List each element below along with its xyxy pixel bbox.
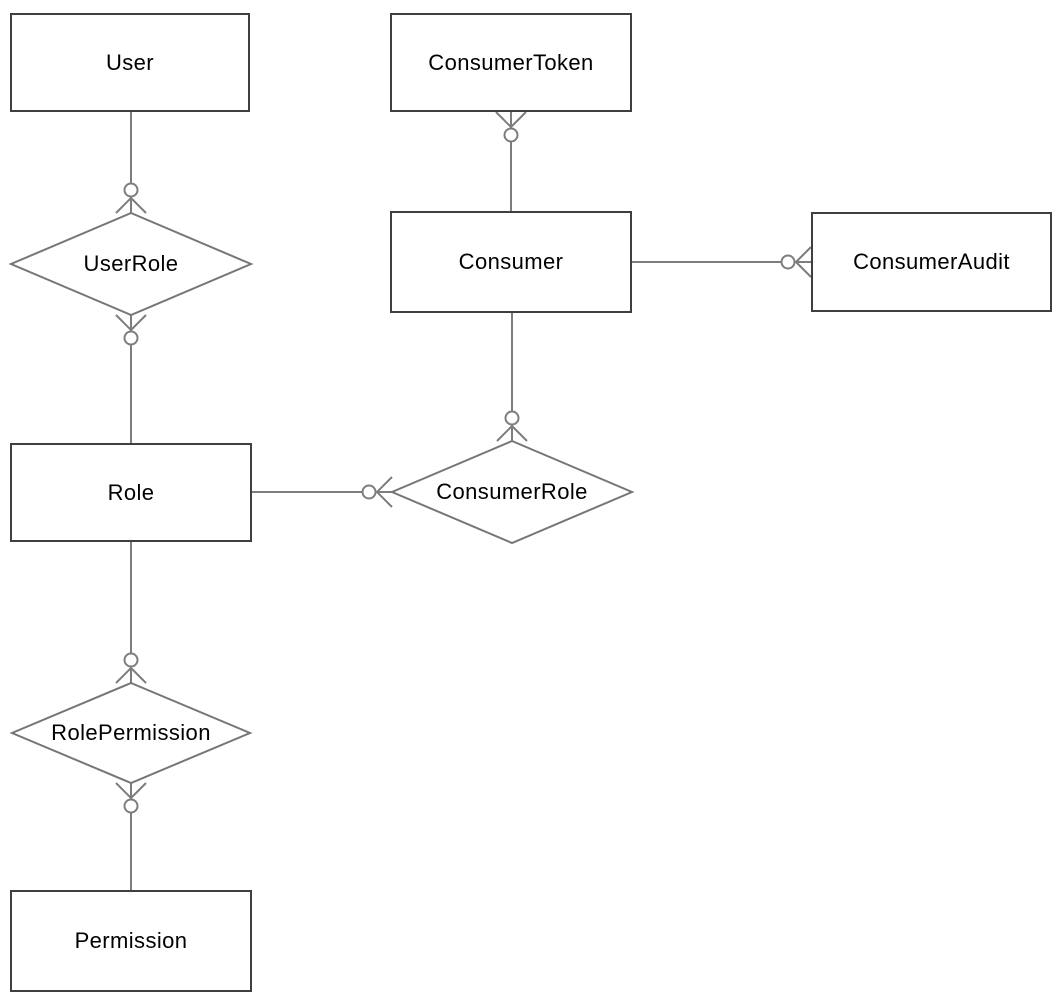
connector-consumer-consumerrole — [496, 313, 528, 442]
connector-consumer-consumeraudit — [632, 246, 812, 278]
connector-userrole-role — [115, 314, 147, 443]
zero-marker — [504, 410, 520, 426]
zero-marker — [123, 182, 139, 198]
entity-consumer-audit-label: ConsumerAudit — [853, 249, 1010, 274]
zero-marker — [361, 484, 377, 500]
relationship-userrole-shape — [8, 211, 254, 317]
crow-foot-icon — [115, 314, 147, 332]
zero-marker — [123, 652, 139, 668]
connector-role-consumerrole — [252, 476, 393, 508]
zero-marker — [780, 254, 796, 270]
entity-consumer: Consumer — [390, 211, 632, 313]
zero-marker — [123, 330, 139, 346]
entity-consumer-label: Consumer — [458, 249, 564, 274]
entity-user-label: User — [105, 49, 155, 75]
crow-foot-icon — [115, 666, 147, 684]
relationship-rolepermission-label: RolePermission — [51, 720, 211, 745]
connector-rolepermission-permission — [115, 782, 147, 890]
crow-foot-icon — [115, 196, 147, 214]
relationship-rolepermission-shape — [9, 681, 253, 785]
entity-consumer-audit: ConsumerAudit — [811, 212, 1052, 312]
relationship-userrole-label: UserRole — [83, 251, 179, 276]
entity-user: User — [10, 13, 250, 112]
connector-consumertoken-consumer — [495, 111, 527, 211]
relationship-consumerrole-shape — [389, 439, 635, 545]
crow-foot-icon — [375, 476, 393, 508]
entity-consumer-token: ConsumerToken — [390, 13, 632, 112]
entity-role: Role — [10, 443, 252, 542]
entity-permission: Permission — [10, 890, 252, 992]
connector-user-userrole — [115, 112, 147, 214]
crow-foot-icon — [794, 246, 812, 278]
entity-permission-label: Permission — [74, 928, 188, 953]
crow-foot-icon — [495, 111, 527, 129]
crow-foot-icon — [496, 424, 528, 442]
crow-foot-icon — [115, 782, 147, 800]
relationship-consumerrole-label: ConsumerRole — [436, 479, 588, 504]
entity-consumer-token-label: ConsumerToken — [428, 49, 594, 75]
zero-marker — [123, 798, 139, 814]
entity-role-label: Role — [107, 479, 155, 505]
connector-role-rolepermission — [115, 542, 147, 684]
zero-marker — [503, 127, 519, 143]
